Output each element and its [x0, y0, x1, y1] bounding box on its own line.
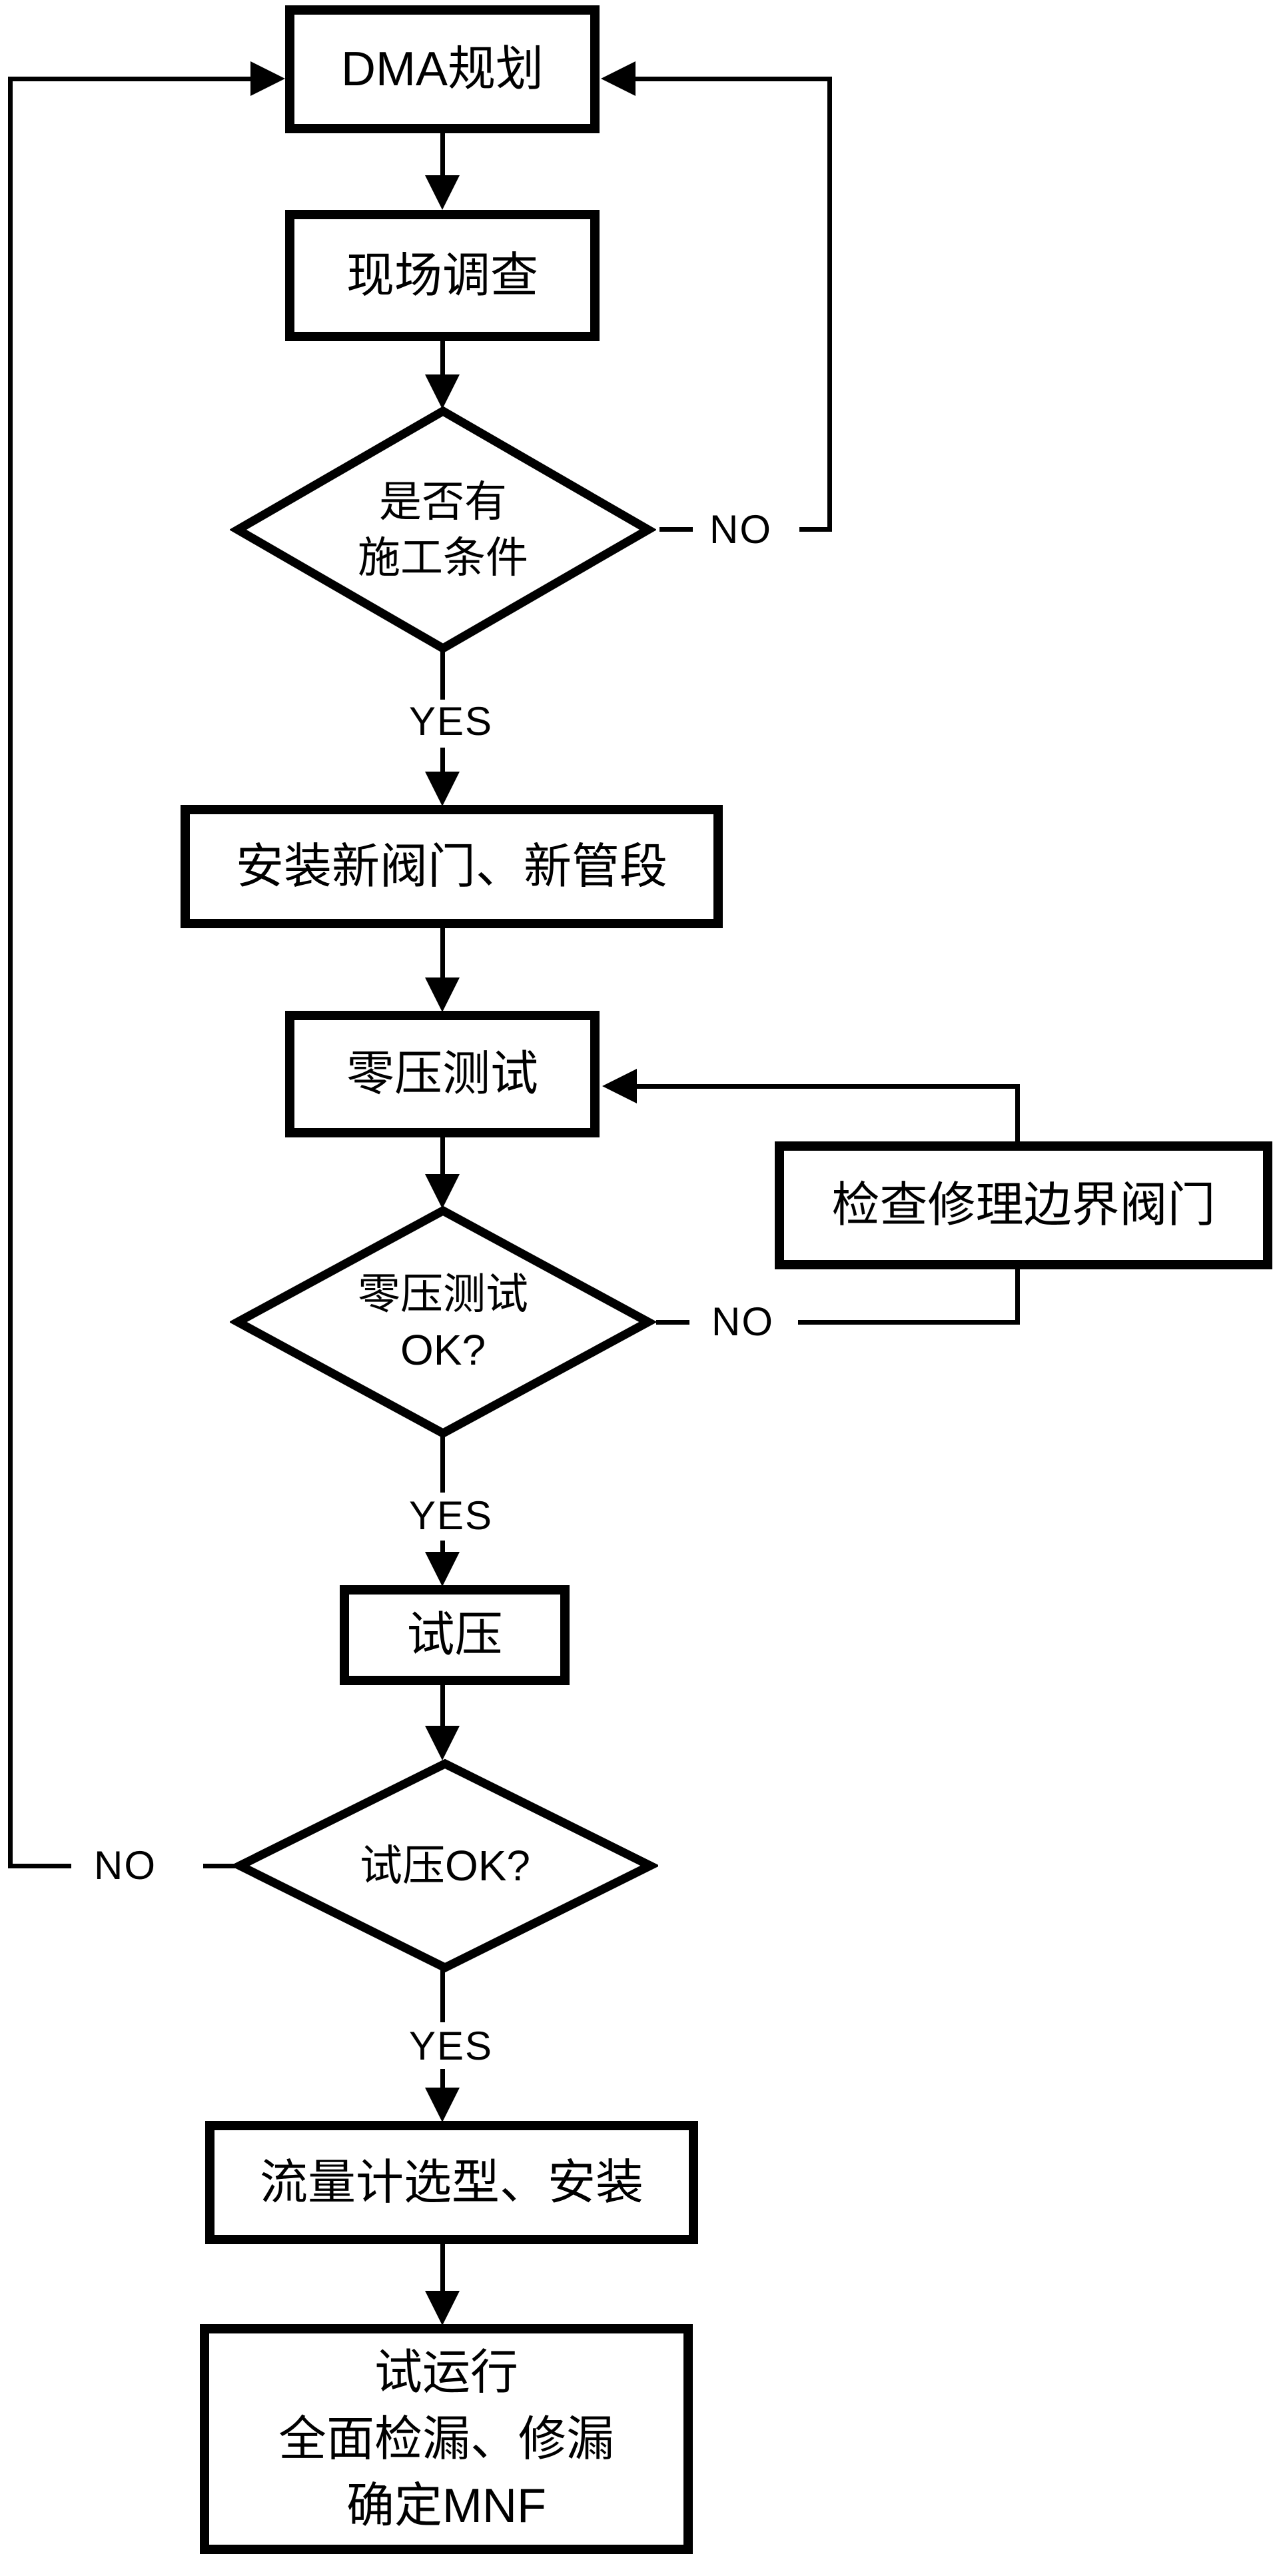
connector-left-loop-vertical: [8, 77, 13, 1868]
zero-pressure-decision-line1: 零压测试: [358, 1270, 528, 1318]
arrowhead-into-pressure-test: [425, 1552, 460, 1587]
connector-left-loop-horizontal: [8, 77, 252, 81]
arrowhead-into-zerotest: [425, 977, 460, 1012]
trial-operation-line2: 全面检漏、修漏: [278, 2412, 614, 2466]
pressure-test-label: 试压: [406, 1609, 503, 1662]
connector-decision3-yes-upper: [440, 1968, 445, 2022]
zero-pressure-test-label: 零压测试: [346, 1047, 538, 1101]
connector-decision3-no-stub: [8, 1864, 71, 1868]
arrowhead-into-decision1: [425, 374, 460, 409]
process-box-trial-operation: 试运行 全面检漏、修漏 确定MNF: [200, 2324, 693, 2554]
connector-decision2-no-horizontal: [798, 1320, 1020, 1325]
flowmeter-install-label: 流量计选型、安装: [259, 2156, 643, 2210]
connector-right-loop-horizontal: [633, 77, 832, 81]
process-box-zero-pressure-test: 零压测试: [285, 1011, 600, 1137]
arrowhead-into-trial: [425, 2291, 460, 2325]
arrowhead-into-flowmeter: [425, 2088, 460, 2122]
edge-label-construction-yes: YES: [408, 699, 494, 744]
arrowhead-into-install: [425, 772, 460, 806]
process-box-install-new-valves: 安装新阀门、新管段: [181, 805, 723, 928]
connector-pressure-to-decision3: [440, 1685, 445, 1728]
connector-right-loop-vertical: [827, 77, 832, 532]
arrowhead-into-zerotest-right: [602, 1069, 637, 1103]
edge-label-pressure-yes: YES: [408, 2024, 494, 2068]
arrowhead-into-dma-left: [250, 61, 285, 96]
process-box-site-survey: 现场调查: [285, 210, 600, 341]
zero-pressure-decision-line2: OK?: [400, 1326, 486, 1374]
connector-zerotest-to-decision2: [440, 1136, 445, 1175]
process-box-flowmeter-install: 流量计选型、安装: [205, 2121, 698, 2244]
connector-survey-to-decision1: [440, 341, 445, 376]
trial-operation-line1: 试运行: [374, 2345, 518, 2399]
process-box-check-repair-valves: 检查修理边界阀门: [775, 1141, 1272, 1269]
connector-decision2-no-dash: [656, 1320, 689, 1325]
connector-decision2-yes-lower: [440, 1541, 445, 1554]
connector-repair-box-bottom-vertical: [1015, 1266, 1020, 1323]
edge-label-zero-pressure-yes: YES: [408, 1493, 494, 1538]
site-survey-label: 现场调查: [346, 249, 538, 303]
connector-decision1-yes-upper: [440, 646, 445, 700]
process-box-pressure-test: 试压: [340, 1585, 570, 1685]
dma-planning-label: DMA规划: [341, 43, 544, 96]
install-new-valves-label: 安装新阀门、新管段: [235, 840, 667, 894]
connector-decision1-no-dash: [659, 527, 693, 532]
edge-label-pressure-no: NO: [94, 1843, 157, 1888]
construction-decision-line2: 施工条件: [358, 534, 528, 582]
trial-operation-line3: 确定MNF: [346, 2479, 546, 2533]
arrowhead-into-decision2: [425, 1174, 460, 1209]
connector-repair-to-zerotest-horizontal: [634, 1084, 1020, 1089]
check-repair-valves-label: 检查修理边界阀门: [831, 1179, 1216, 1232]
construction-decision-line1: 是否有: [379, 478, 507, 526]
edge-label-construction-no: NO: [709, 507, 772, 552]
connector-decision3-yes-lower: [440, 2069, 445, 2090]
connector-decision3-no-dash: [203, 1864, 236, 1868]
connector-decision1-no-stub: [799, 527, 832, 532]
process-box-dma-planning: DMA规划: [285, 5, 600, 133]
connector-decision1-yes-lower: [440, 748, 445, 774]
connector-dma-to-survey: [440, 133, 445, 179]
edge-label-zero-pressure-no: NO: [711, 1299, 774, 1344]
arrowhead-into-dma-right: [601, 61, 636, 96]
pressure-diamond-shape: [232, 1758, 658, 1973]
connector-repair-box-top-vertical: [1015, 1086, 1020, 1144]
decision-diamond-construction: 是否有 施工条件: [230, 403, 656, 656]
arrowhead-into-survey: [425, 175, 460, 210]
connector-decision2-yes-upper: [440, 1431, 445, 1493]
decision-diamond-zero-pressure: 零压测试 OK?: [230, 1203, 656, 1441]
arrowhead-into-decision3: [425, 1726, 460, 1760]
pressure-decision-label: 试压OK?: [359, 1842, 531, 1890]
connector-flowmeter-to-trial: [440, 2244, 445, 2292]
decision-diamond-pressure: 试压OK?: [232, 1756, 658, 1976]
connector-install-to-zerotest: [440, 928, 445, 981]
